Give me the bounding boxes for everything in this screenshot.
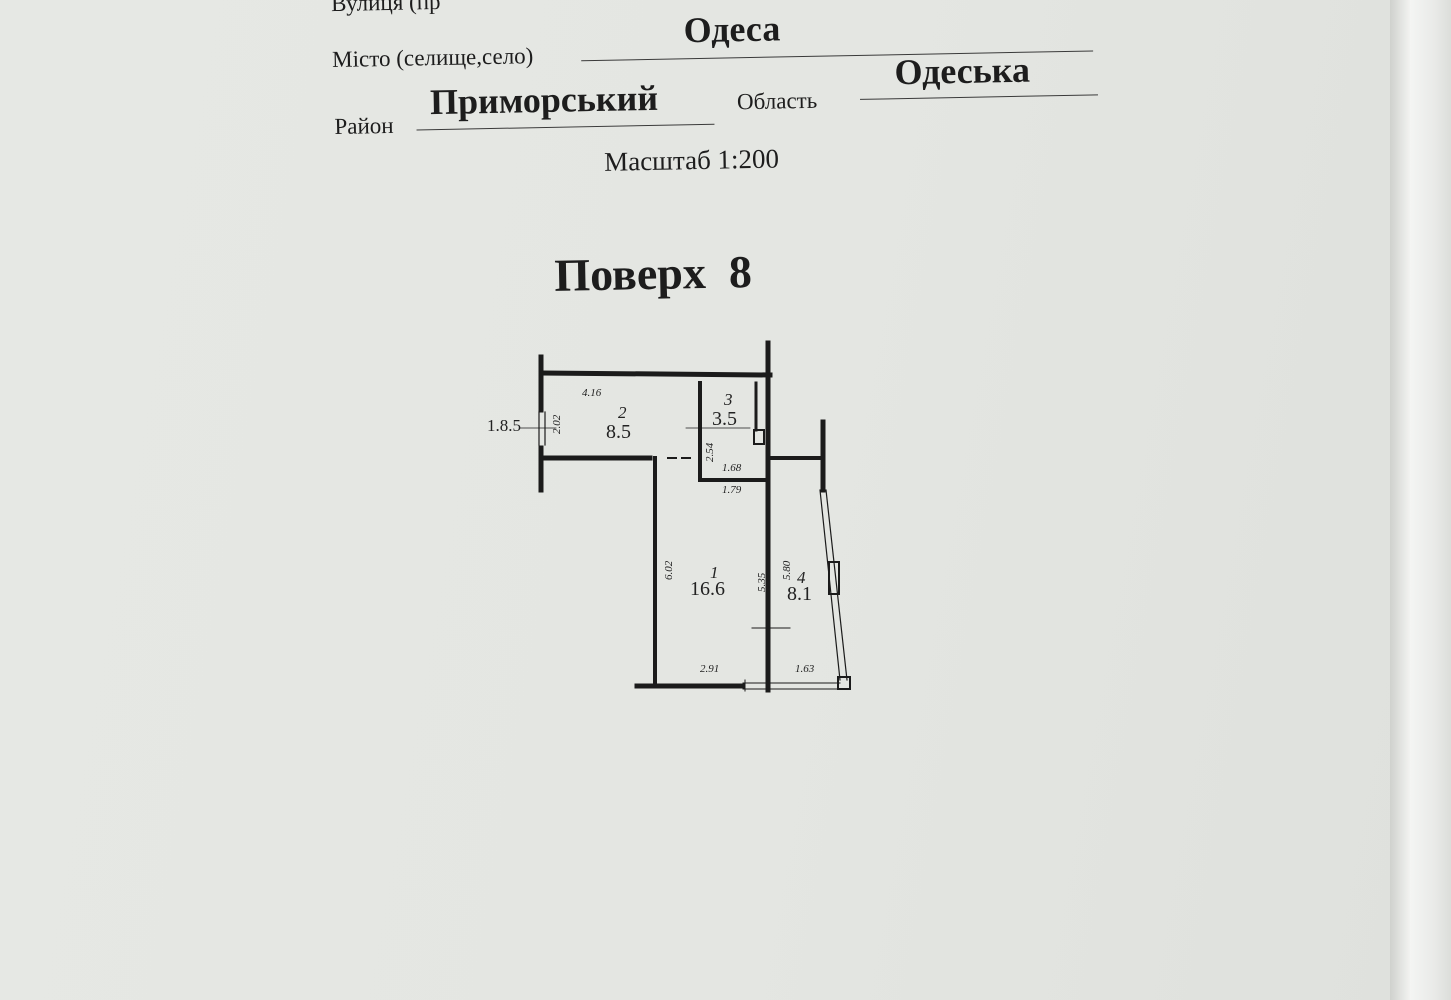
dim-1-79: 1.79 [722, 484, 742, 496]
room-1-area: 16.6 [690, 578, 725, 600]
room-4-area: 8.1 [787, 583, 812, 605]
dim-5-35: 5.35 [756, 572, 768, 592]
side-label: 1.8.5 [487, 416, 521, 435]
dim-2-02: 2.02 [551, 414, 563, 434]
dim-2-54: 2.54 [704, 442, 716, 462]
dim-6-02: 6.02 [663, 560, 675, 580]
balcony-rail [825, 489, 848, 681]
corner-post [837, 676, 851, 690]
dim-1-68: 1.68 [722, 462, 742, 474]
next-page-edge [1410, 0, 1451, 1000]
document-page [0, 0, 1400, 1000]
dim-4-16: 4.16 [582, 387, 602, 399]
dim-2-91: 2.91 [700, 663, 719, 675]
room-3-number: 3 [723, 390, 733, 409]
room-4-number: 4 [797, 568, 806, 587]
room3-fixture [753, 429, 765, 445]
room-2-area: 8.5 [606, 421, 631, 443]
wall-top-room2 [540, 370, 773, 378]
room-2-number: 2 [618, 403, 627, 422]
page-edge-shadow [1390, 0, 1410, 1000]
dim-5-80: 5.80 [781, 560, 793, 580]
wall-room3 [698, 381, 768, 482]
balcony-post [828, 561, 840, 595]
room-3-area: 3.5 [712, 408, 737, 430]
room-1-number: 1 [710, 563, 719, 582]
dim-1-63: 1.63 [795, 663, 815, 675]
